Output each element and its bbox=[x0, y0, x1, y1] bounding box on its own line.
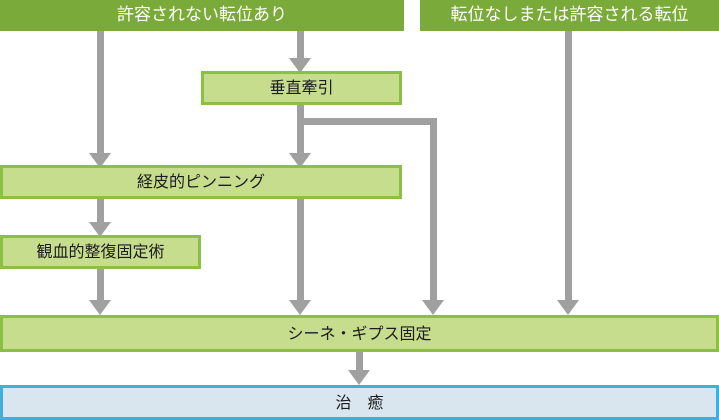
connector-displaced-to-pinning bbox=[97, 31, 104, 157]
node-splint-cast-fixation-label: シーネ・ギプス固定 bbox=[287, 323, 432, 343]
node-splint-cast-fixation[interactable]: シーネ・ギプス固定 bbox=[0, 315, 719, 352]
connector-traction-trunk bbox=[297, 105, 304, 157]
node-vertical-traction[interactable]: 垂直牽引 bbox=[201, 71, 402, 105]
arrowhead-nondisplaced-to-cast bbox=[557, 300, 579, 315]
arrowhead-displaced-to-pinning bbox=[89, 153, 111, 168]
node-vertical-traction-label: 垂直牽引 bbox=[269, 78, 334, 98]
node-healed[interactable]: 治 癒 bbox=[0, 385, 719, 420]
node-nondisplaced-fracture[interactable]: 転位なしまたは許容される転位 bbox=[420, 0, 719, 31]
node-percutaneous-pinning[interactable]: 経皮的ピンニング bbox=[0, 165, 402, 199]
node-nondisplaced-fracture-label: 転位なしまたは許容される転位 bbox=[450, 5, 689, 26]
node-percutaneous-pinning-label: 経皮的ピンニング bbox=[136, 172, 265, 192]
connector-displaced-to-traction bbox=[297, 31, 304, 63]
arrowhead-traction-branch-to-cast bbox=[422, 300, 444, 315]
arrowhead-orif-to-cast bbox=[89, 300, 111, 315]
arrowhead-cast-to-healed bbox=[348, 370, 370, 385]
node-open-reduction-fixation-label: 観血的整復固定術 bbox=[36, 242, 165, 262]
arrowhead-pinning-to-orif bbox=[89, 222, 111, 237]
arrowhead-traction-to-pinning bbox=[289, 153, 311, 168]
connector-pinning-to-orif bbox=[97, 199, 104, 227]
node-displaced-fracture-label: 許容されない転位あり bbox=[117, 5, 287, 26]
connector-cast-to-healed bbox=[356, 352, 363, 374]
connector-traction-branch-horizontal bbox=[297, 118, 437, 125]
arrowhead-column-to-cast bbox=[289, 300, 311, 315]
node-displaced-fracture[interactable]: 許容されない転位あり bbox=[0, 0, 404, 31]
connector-orif-to-cast bbox=[97, 269, 104, 303]
connector-pinning-column-to-cast bbox=[297, 199, 304, 303]
connector-traction-branch-vertical bbox=[430, 118, 437, 303]
arrowhead-displaced-to-traction bbox=[289, 58, 311, 73]
node-healed-label: 治 癒 bbox=[335, 392, 384, 412]
node-open-reduction-fixation[interactable]: 観血的整復固定術 bbox=[0, 235, 201, 269]
connector-nondisplaced-to-cast bbox=[565, 31, 572, 303]
